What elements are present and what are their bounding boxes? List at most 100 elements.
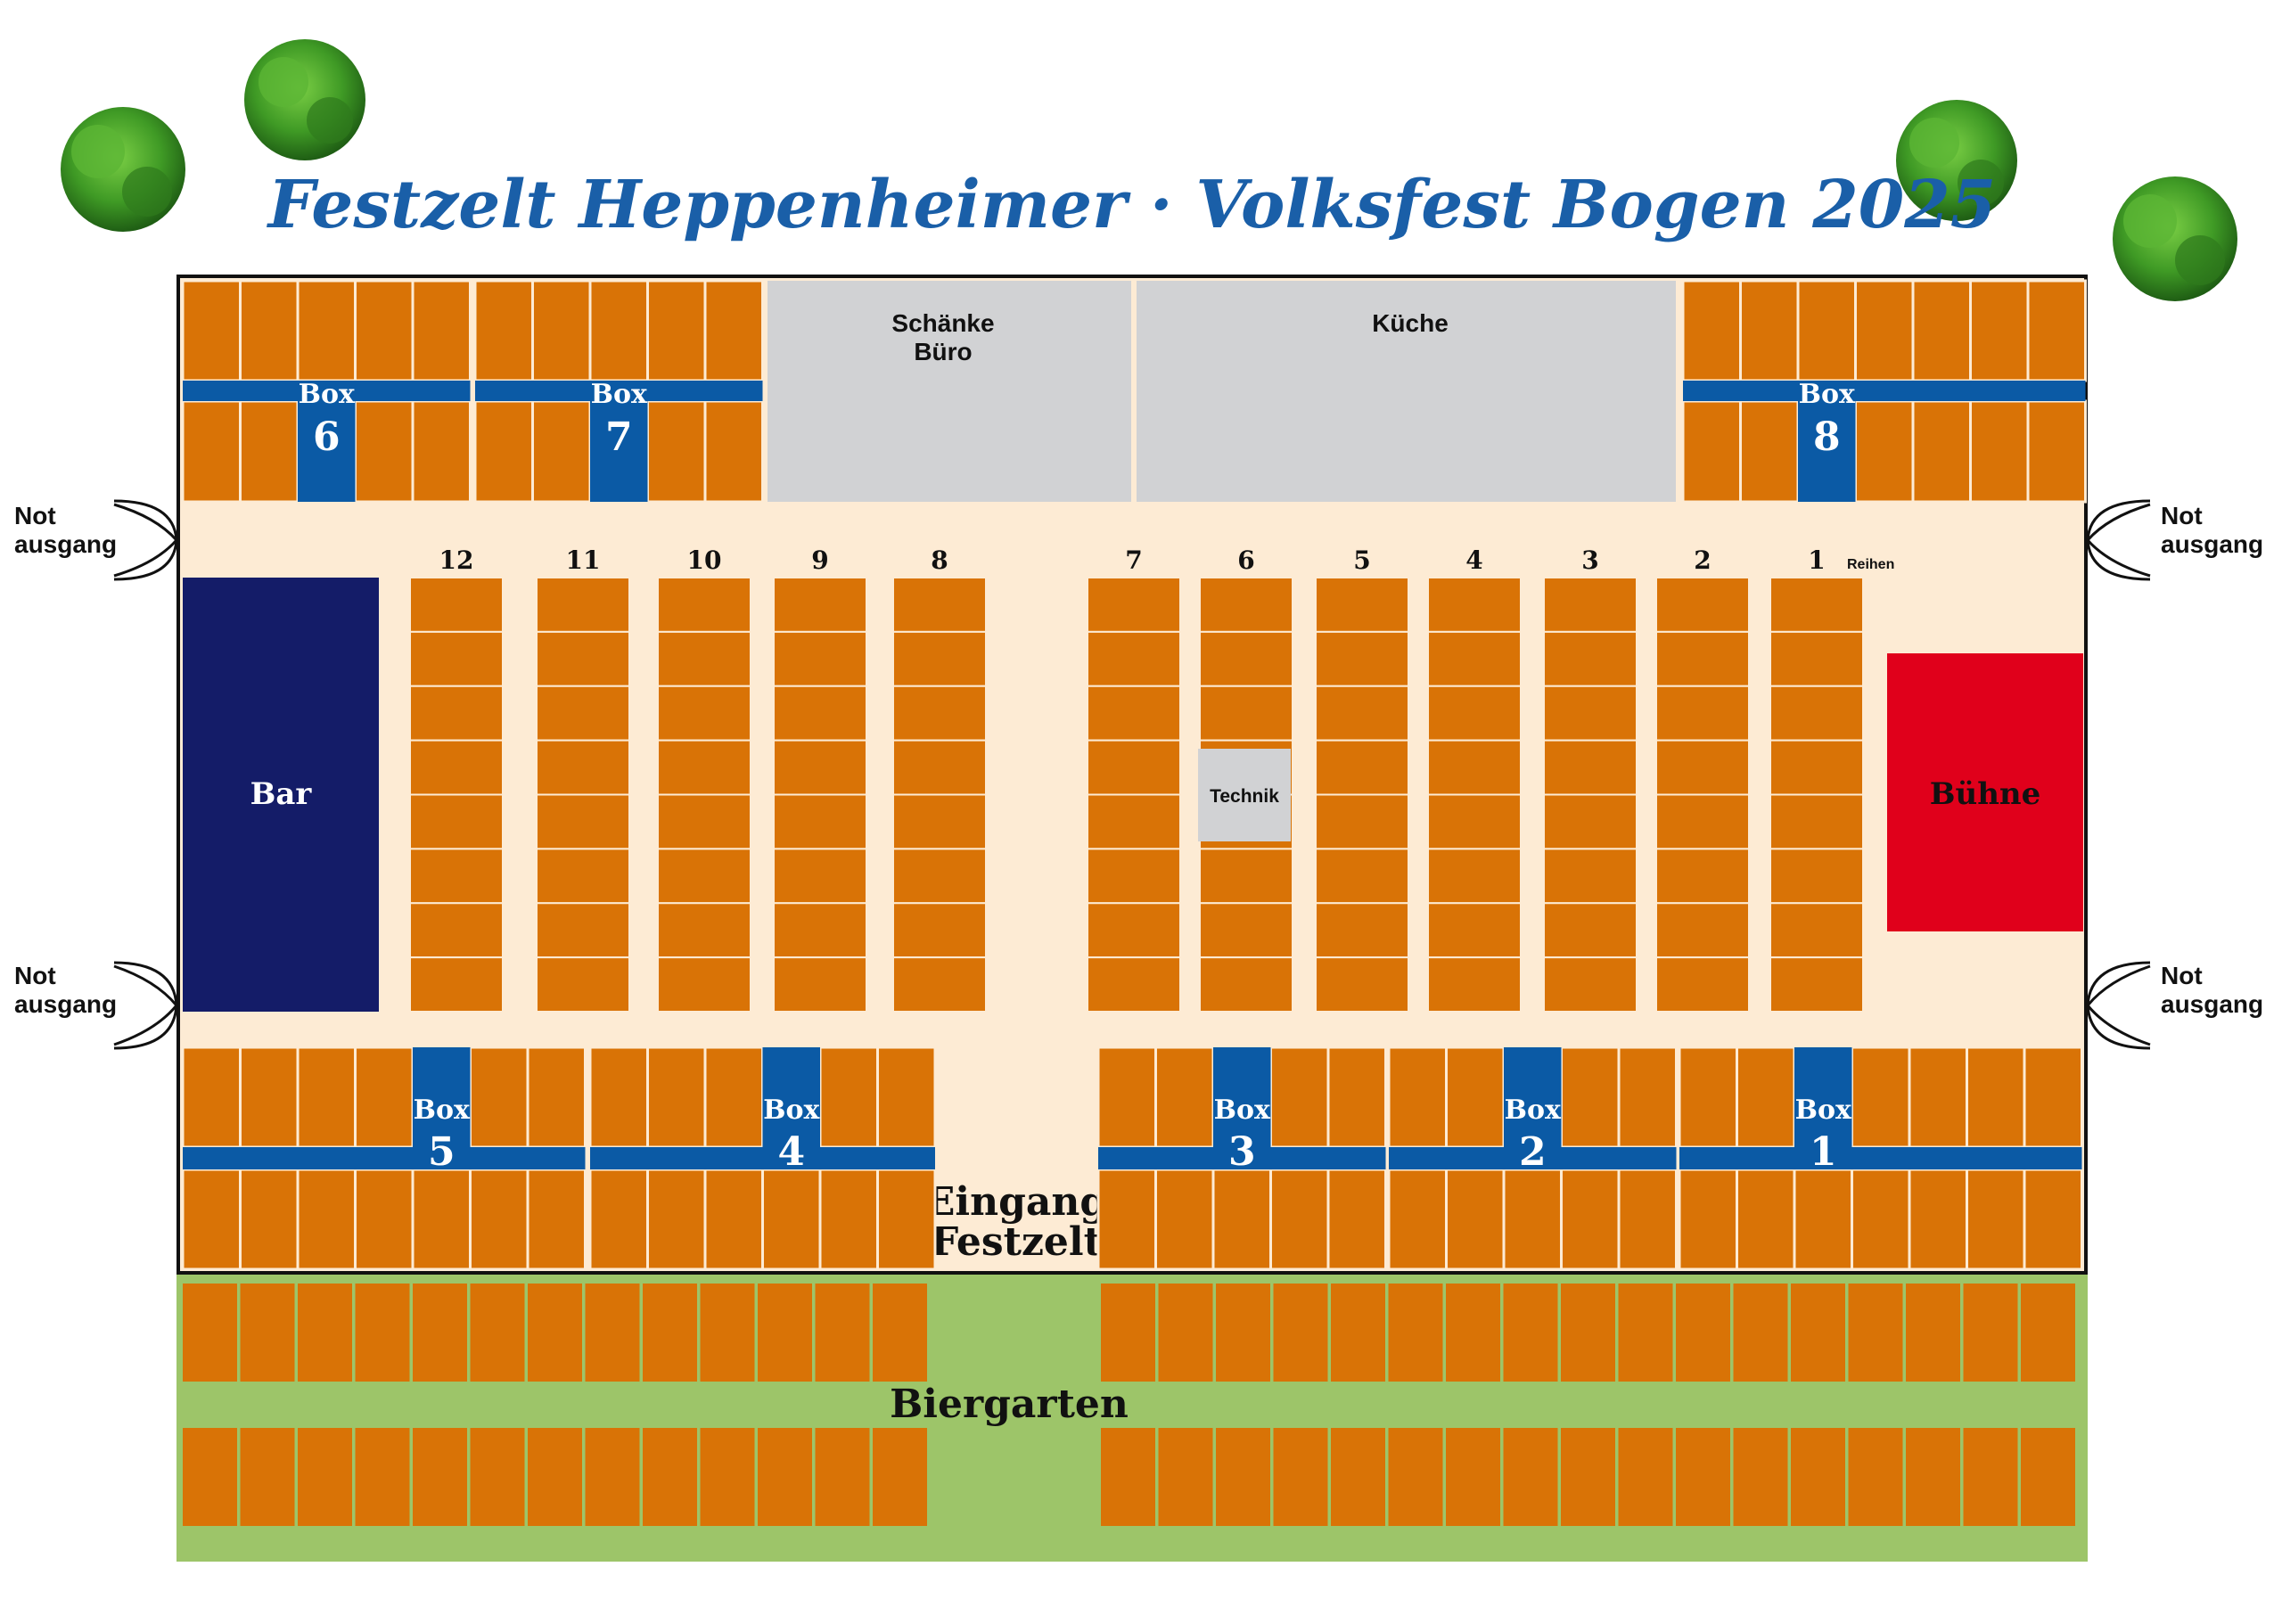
table (646, 1046, 707, 1149)
table (646, 1168, 707, 1271)
table (588, 279, 649, 382)
table (411, 1168, 472, 1271)
garden-table (240, 1428, 295, 1526)
table (1851, 1046, 1911, 1149)
bench-table (892, 685, 987, 742)
biergarten-label: Biergarten (890, 1382, 1129, 1427)
garden-table (1158, 1428, 1213, 1526)
table (703, 1046, 764, 1149)
kueche-area (1137, 281, 1676, 502)
buehne-label: Bühne (1930, 776, 2041, 812)
bench-table (1769, 793, 1864, 850)
table (646, 399, 707, 504)
bench-table (657, 793, 751, 850)
bench-table (773, 739, 867, 796)
garden-table (1618, 1428, 1673, 1526)
bench-table (1199, 956, 1293, 1013)
table (2023, 1168, 2083, 1271)
row-number: 12 (439, 545, 474, 575)
garden-table (2021, 1428, 2075, 1526)
table (469, 1046, 529, 1149)
table (239, 1046, 300, 1149)
table (818, 1046, 879, 1149)
bench-table (657, 956, 751, 1013)
bench-table (1655, 902, 1750, 959)
box-marker (590, 381, 648, 502)
garden-table (183, 1284, 237, 1382)
bench-table (657, 685, 751, 742)
table (469, 1168, 529, 1271)
table (1154, 1046, 1215, 1149)
bench-table (1769, 848, 1864, 905)
bench-table (773, 685, 867, 742)
garden-table (470, 1428, 525, 1526)
bench-table (892, 630, 987, 687)
table (1387, 1168, 1448, 1271)
row-number: 11 (566, 545, 601, 575)
schaenke-label: Schänke (891, 309, 994, 337)
reihen-label: Reihen (1847, 557, 1894, 572)
schaenke-buero-area (768, 281, 1131, 502)
bench-table (536, 848, 630, 905)
row-number: 8 (931, 545, 948, 575)
bench-table (1087, 848, 1181, 905)
table (1154, 1168, 1215, 1271)
bench-table (1769, 577, 1864, 633)
bench-table (1543, 685, 1638, 742)
box-number: 6 (313, 414, 341, 460)
table (876, 1168, 937, 1271)
garden-table (1676, 1284, 1730, 1382)
table (1796, 279, 1857, 382)
garden-table (1733, 1284, 1788, 1382)
table (1851, 1168, 1911, 1271)
bench-table (1315, 956, 1409, 1013)
exit-label-line1: Not (14, 962, 56, 989)
table (239, 399, 300, 504)
bench-table (536, 739, 630, 796)
tree-icon (1896, 100, 2017, 221)
bench-table (1427, 793, 1522, 850)
bench-table (1769, 685, 1864, 742)
table (1911, 399, 1972, 504)
bench-table (1315, 793, 1409, 850)
table (526, 1046, 587, 1149)
garden-table (1331, 1284, 1385, 1382)
table (1617, 1046, 1678, 1149)
garden-table (1906, 1284, 1960, 1382)
table (296, 279, 357, 382)
garden-table (355, 1428, 410, 1526)
table (818, 1168, 879, 1271)
box-word: Box (763, 1095, 820, 1126)
bench-table (536, 902, 630, 959)
garden-table (1446, 1284, 1500, 1382)
table (473, 399, 534, 504)
box-number: 2 (1519, 1129, 1547, 1175)
bench-table (1655, 848, 1750, 905)
bench-table (892, 848, 987, 905)
table (1739, 279, 1800, 382)
bench-table (1427, 739, 1522, 796)
bench-table (1199, 630, 1293, 687)
row-number: 4 (1465, 545, 1482, 575)
bench-table (536, 793, 630, 850)
table (1969, 279, 2030, 382)
bar-area (183, 578, 379, 1012)
bench-table (409, 848, 504, 905)
garden-table (1216, 1284, 1270, 1382)
bench-table (892, 793, 987, 850)
row-number: 10 (687, 545, 722, 575)
garden-table (758, 1284, 812, 1382)
bench-table (1315, 848, 1409, 905)
bench-table (409, 793, 504, 850)
garden-table (815, 1428, 870, 1526)
table (239, 1168, 300, 1271)
table (1969, 399, 2030, 504)
table (703, 399, 764, 504)
garden-table (873, 1284, 927, 1382)
bench-table (1427, 902, 1522, 959)
table (588, 1046, 649, 1149)
bench-table (409, 577, 504, 633)
box-word: Box (1214, 1095, 1271, 1126)
garden-table (1503, 1284, 1558, 1382)
garden-table (1273, 1428, 1328, 1526)
